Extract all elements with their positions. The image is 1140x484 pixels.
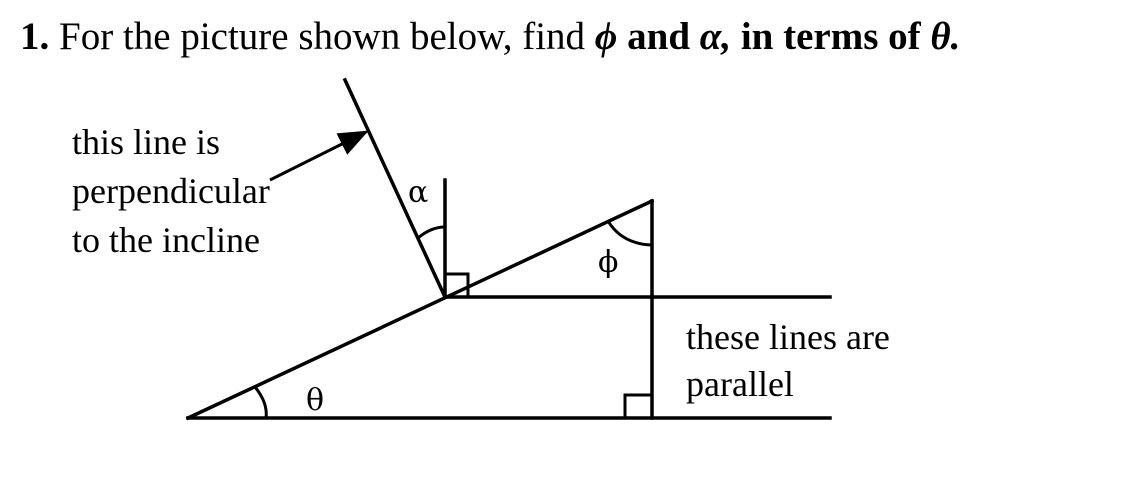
theta-arc: [253, 386, 268, 419]
perpendicular-label-line-1: this line is: [72, 122, 221, 162]
perpendicular-label-line-3: to the incline: [72, 220, 260, 260]
alpha-arc: [417, 225, 446, 240]
problem-text: For the picture shown below, find: [59, 15, 586, 58]
parallel-label-line-1: these lines are: [686, 317, 890, 357]
incline-line: [185, 198, 655, 421]
phi-arc: [606, 220, 653, 247]
problem-theta-symbol: θ.: [930, 15, 961, 58]
problem-alpha-symbol: α,: [699, 15, 732, 58]
phi-angle-label: ϕ: [598, 245, 619, 280]
right-angle-mark-top: [445, 272, 470, 297]
problem-and: and: [627, 15, 691, 58]
problem-number: 1.: [20, 15, 50, 58]
right-angle-mark-bottom: [623, 393, 652, 418]
pointer-arrow: [269, 130, 369, 182]
problem-in-terms-of: in terms of: [740, 15, 921, 58]
problem-phi-symbol: ϕ: [594, 15, 618, 58]
perpendicular-label-line-2: perpendicular: [72, 171, 270, 211]
theta-angle-label: θ: [306, 383, 325, 418]
problem-statement: 1. For the picture shown below, find ϕ a…: [20, 15, 961, 59]
alpha-angle-label: α: [408, 175, 429, 210]
parallel-label-line-2: parallel: [686, 364, 794, 404]
perpendicular-line: [342, 77, 448, 300]
